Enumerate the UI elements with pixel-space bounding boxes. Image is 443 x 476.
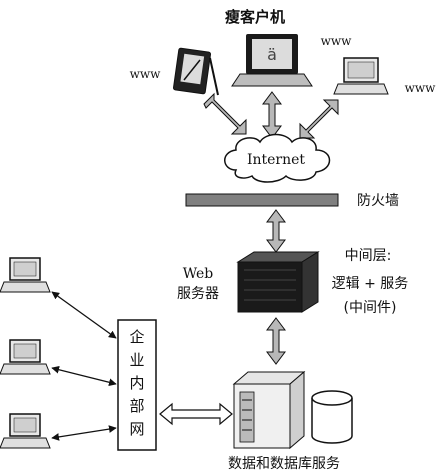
svg-text:ä: ä [267, 45, 277, 64]
thin-client-label: 瘦客户机 [225, 8, 285, 26]
arrow-pda-internet [203, 92, 247, 135]
database-server-icon [232, 370, 306, 450]
intranet-box [117, 319, 157, 451]
arrow-computer-bottom-intranet [51, 425, 117, 441]
firewall-bar [185, 193, 339, 207]
intranet-char-5: 网 [129, 420, 144, 438]
cloud-icon [224, 133, 331, 183]
intranet-char-2: 业 [129, 351, 144, 369]
arrow-laptop-internet [262, 91, 282, 139]
middle-tier-label-line2: 逻辑 + 服务 [332, 276, 409, 292]
www-label-center: www [321, 34, 353, 48]
arrow-webserver-database [266, 317, 286, 365]
arrow-firewall-webserver [266, 209, 286, 253]
intranet-computer-bottom [0, 413, 51, 449]
database-cylinder-icon [311, 390, 353, 444]
server-rack-icon [236, 251, 320, 313]
firewall-label: 防火墙 [357, 193, 399, 209]
intranet-char-4: 部 [129, 397, 144, 415]
database-label: 数据和数据库服务 [228, 456, 340, 472]
arrow-computer-top-intranet [51, 291, 117, 339]
www-label-right: www [405, 81, 437, 95]
arrow-intranet-database [159, 402, 233, 426]
intranet-char-3: 内 [129, 374, 144, 392]
web-server-label-line1: Web [183, 266, 214, 282]
web-server-label-line2: 服务器 [177, 286, 219, 302]
intranet-computer-top [0, 257, 51, 293]
laptop-icon: ä [231, 34, 313, 87]
middle-tier-label-line1: 中间层: [345, 248, 392, 264]
internet-label: Internet [247, 152, 305, 168]
pda-device-icon [172, 47, 219, 96]
middle-tier-label-line3: (中间件) [344, 300, 397, 316]
intranet-computer-middle [0, 339, 51, 375]
desktop-computer-icon [333, 57, 389, 95]
www-label-left: www [130, 67, 162, 81]
intranet-char-1: 企 [129, 328, 144, 346]
arrow-desktop-internet [299, 99, 339, 139]
arrow-computer-middle-intranet [51, 365, 117, 387]
